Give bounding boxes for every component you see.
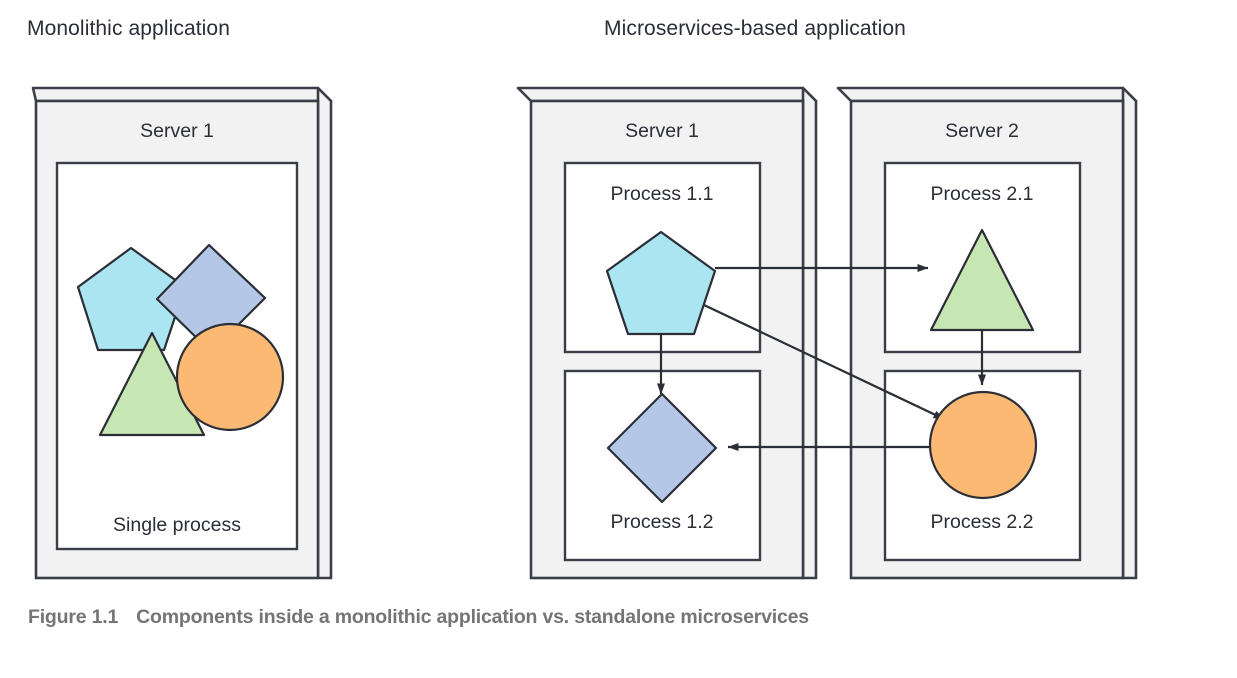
microservices-panel: Server 1 Server 2 Process 1.1 Process 2.… — [516, 86, 1138, 580]
server-2-box-side-face — [1121, 86, 1138, 580]
process-1-1-pentagon-icon[interactable] — [605, 230, 717, 336]
server-2-box-top-face — [836, 86, 1138, 103]
panel-title-monolithic: Monolithic application — [27, 17, 230, 40]
mono-server-1-label: Server 1 — [140, 120, 214, 142]
connections-group — [657, 264, 986, 451]
figure-caption-label: Figure 1.1 — [28, 606, 119, 628]
server-box-side-face — [316, 86, 333, 580]
process-2-2-circle-icon[interactable] — [928, 390, 1038, 500]
process-2-1-label: Process 2.1 — [931, 183, 1034, 205]
figure-caption-text: Components inside a monolithic applicati… — [136, 606, 809, 628]
micro-server-1-label: Server 1 — [625, 120, 699, 142]
process-1-1-label: Process 1.1 — [611, 183, 714, 205]
monolithic-panel: Server 1 Single process — [31, 86, 333, 580]
server-1-box-side-face — [801, 86, 818, 580]
component-circle-icon[interactable] — [175, 322, 285, 432]
process-1-2-label: Process 1.2 — [611, 511, 714, 533]
process-2-1-triangle-icon[interactable] — [929, 228, 1035, 332]
panel-title-microservices: Microservices-based application — [604, 17, 906, 40]
process-1-2-diamond-icon[interactable] — [606, 392, 718, 504]
connection-pentagon-to-circle — [703, 304, 945, 420]
micro-server-2-label: Server 2 — [945, 120, 1019, 142]
server-1-box-top-face — [516, 86, 818, 103]
mono-single-process-label: Single process — [113, 514, 241, 536]
figure-caption: Figure 1.1 Components inside a monolithic… — [28, 606, 809, 629]
process-2-2-label: Process 2.2 — [931, 511, 1034, 533]
server-box-top-face — [31, 86, 333, 103]
mono-components-group — [76, 243, 285, 437]
